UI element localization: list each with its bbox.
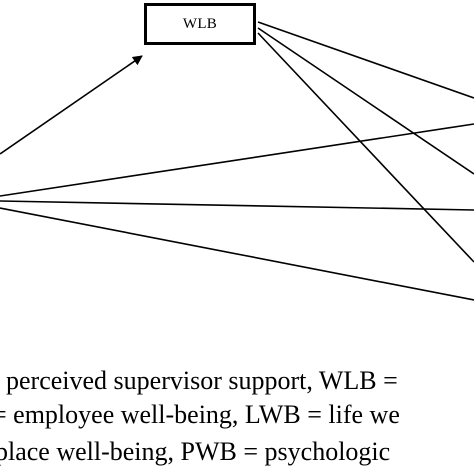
path-line-wlb-to-outcome-3	[257, 32, 474, 263]
caption-line-2: = employee well-being, LWB = life we	[0, 400, 400, 429]
caption-line-1: perceived supervisor support, WLB =	[6, 366, 398, 395]
path-line-wlb-to-outcome-2	[257, 27, 474, 175]
wlb-node-label: WLB	[182, 15, 218, 32]
path-line-wlb-to-outcome-1	[257, 21, 474, 99]
path-line-source-to-outcome-3	[0, 207, 474, 301]
path-line-source-to-outcome-2	[0, 200, 474, 211]
path-arrow-to-wlb	[0, 55, 143, 155]
caption-line-3: kplace well-being, PWB = psychologic	[0, 437, 391, 466]
path-line-source-to-outcome-1	[0, 123, 474, 197]
wlb-node: WLB	[144, 3, 256, 45]
figure-caption: perceived supervisor support, WLB = = em…	[0, 360, 474, 474]
